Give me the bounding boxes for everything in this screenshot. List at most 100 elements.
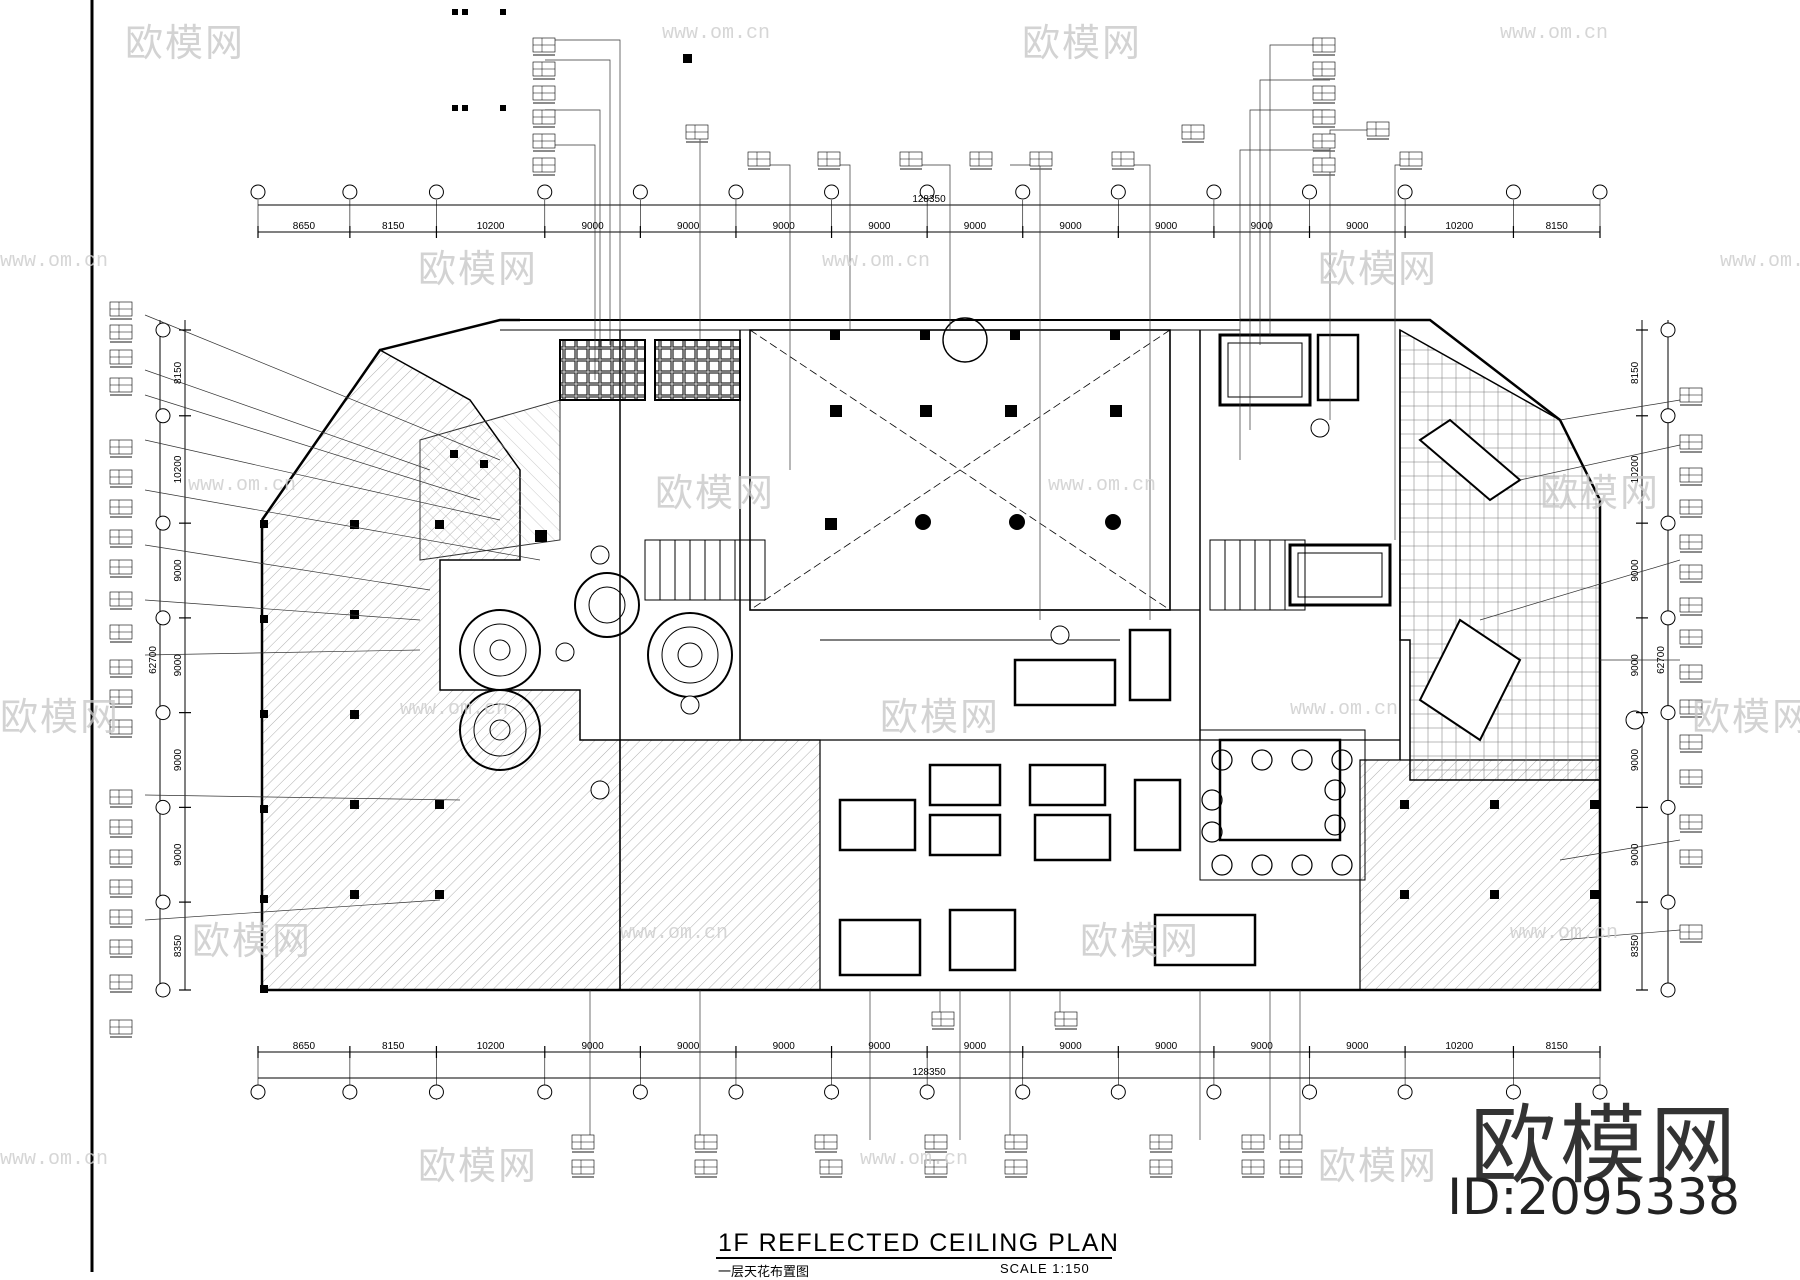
dimension-label: 9000 xyxy=(173,748,184,771)
stairs xyxy=(644,539,1306,611)
grid-axis-bubble xyxy=(1660,322,1676,338)
grid-axis-bubble xyxy=(1206,1084,1222,1100)
grid-axis-bubble xyxy=(250,184,266,200)
watermark-brand: 欧模网 xyxy=(1318,247,1439,291)
ceiling-tag xyxy=(1679,534,1703,553)
grid-axis-bubble xyxy=(1505,184,1521,200)
drawing-title: 1F REFLECTED CEILING PLAN xyxy=(718,1229,1120,1257)
watermark-url: www.om.cn xyxy=(0,250,109,273)
ceiling-tag xyxy=(109,349,133,368)
ceiling-tag xyxy=(109,879,133,898)
dimension-label: 9000 xyxy=(173,654,184,677)
leader-lines xyxy=(144,39,1681,1140)
grid-axis-bubble xyxy=(1660,705,1676,721)
ceiling-tag xyxy=(1366,121,1390,140)
watermark-brand: 欧模网 xyxy=(1022,21,1143,65)
watermark-brand: 欧模网 xyxy=(418,247,539,291)
dimension-label: 8650 xyxy=(293,1041,316,1052)
ceiling-tag xyxy=(1679,699,1703,718)
ceiling-tag xyxy=(1679,734,1703,753)
watermark-url: www.om.cn xyxy=(0,1148,109,1171)
room-ceilings xyxy=(838,628,1366,977)
dimension-label: 9000 xyxy=(1346,1041,1369,1052)
ceiling-tag xyxy=(109,689,133,708)
dimension-label: 8650 xyxy=(293,221,316,232)
ceiling-tag xyxy=(1679,499,1703,518)
dimension-label: 9000 xyxy=(773,221,796,232)
ceiling-tag xyxy=(109,439,133,458)
ceiling-tag xyxy=(109,624,133,643)
dimension-label: 9000 xyxy=(677,1041,700,1052)
grid-axis-bubble xyxy=(728,1084,744,1100)
ceiling-tag xyxy=(109,529,133,548)
dimension-label: 8350 xyxy=(1630,934,1641,957)
grid-axis-bubble xyxy=(537,184,553,200)
round-ceilings xyxy=(459,572,733,771)
ceiling-tag xyxy=(1679,664,1703,683)
ceiling-tag xyxy=(1149,1159,1173,1178)
grid-axis-bubble xyxy=(1592,1084,1608,1100)
dimension-total: 62700 xyxy=(1656,646,1667,674)
dimension-label: 8150 xyxy=(1630,361,1641,384)
dimension-label: 8150 xyxy=(382,221,405,232)
dimension-label: 10200 xyxy=(1445,221,1473,232)
ceiling-tag xyxy=(1679,387,1703,406)
ceiling-tag xyxy=(1679,629,1703,648)
grid-axis-bubble xyxy=(155,322,171,338)
watermark-url: www.om.cn xyxy=(1500,22,1609,45)
grid-axis-bubble xyxy=(632,1084,648,1100)
ceiling-tag xyxy=(1149,1134,1173,1153)
dimension-label: 9000 xyxy=(1155,1041,1178,1052)
watermark-url: www.om.cn xyxy=(188,474,297,497)
ceiling-tag xyxy=(817,151,841,170)
grid-axis-bubble xyxy=(1660,610,1676,626)
grid-axis-bubble xyxy=(1302,1084,1318,1100)
ceiling-tag xyxy=(109,559,133,578)
ceiling-tag xyxy=(109,1019,133,1038)
ceiling-tag xyxy=(109,499,133,518)
dimension-label: 8150 xyxy=(1546,221,1569,232)
dimension-label: 9000 xyxy=(173,559,184,582)
grid-axis-bubble xyxy=(1015,1084,1031,1100)
ceiling-tag xyxy=(1679,467,1703,486)
grid-axis-bubble xyxy=(155,705,171,721)
dimension-label: 9000 xyxy=(1346,221,1369,232)
ceiling-tag xyxy=(1312,37,1336,56)
watermark-url: www.om.cn xyxy=(400,698,509,721)
ceiling-tag xyxy=(532,109,556,128)
ceiling-tag xyxy=(1312,109,1336,128)
ceiling-height-tags xyxy=(109,37,1703,1178)
ceiling-tag xyxy=(1279,1159,1303,1178)
grid-axis-bubble xyxy=(428,184,444,200)
grid-axis-bubble xyxy=(155,799,171,815)
ceiling-tag xyxy=(532,157,556,176)
ceiling-tag xyxy=(747,151,771,170)
dimension-label: 10200 xyxy=(477,221,505,232)
ceiling-tag xyxy=(685,124,709,143)
dimension-label: 9000 xyxy=(964,1041,987,1052)
ceiling-tag xyxy=(109,659,133,678)
dimension-label: 9000 xyxy=(581,221,604,232)
ceiling-tag xyxy=(109,469,133,488)
watermark-url: www.om.cn xyxy=(620,922,729,945)
dimension-label: 10200 xyxy=(1445,1041,1473,1052)
ceiling-tag xyxy=(109,939,133,958)
dimension-total: 128350 xyxy=(912,1067,946,1078)
ceiling-tag xyxy=(532,61,556,80)
ceiling-tag xyxy=(814,1134,838,1153)
grid-axis-bubble xyxy=(1110,1084,1126,1100)
dimension-label: 8150 xyxy=(173,361,184,384)
ceiling-tag xyxy=(1312,85,1336,104)
dimension-label: 9000 xyxy=(1155,221,1178,232)
dimension-label: 9000 xyxy=(964,221,987,232)
watermark-brand: 欧模网 xyxy=(125,21,246,65)
ceiling-tag xyxy=(1004,1134,1028,1153)
watermark-brand: 欧模网 xyxy=(1080,919,1201,963)
grid-axis-bubble xyxy=(1660,799,1676,815)
grid-axis-bubble xyxy=(1592,184,1608,200)
grid-axis-bubble xyxy=(824,184,840,200)
grid-axis-bubble xyxy=(1505,1084,1521,1100)
dimension-label: 10200 xyxy=(1630,455,1641,483)
dimension-label: 9000 xyxy=(1630,843,1641,866)
